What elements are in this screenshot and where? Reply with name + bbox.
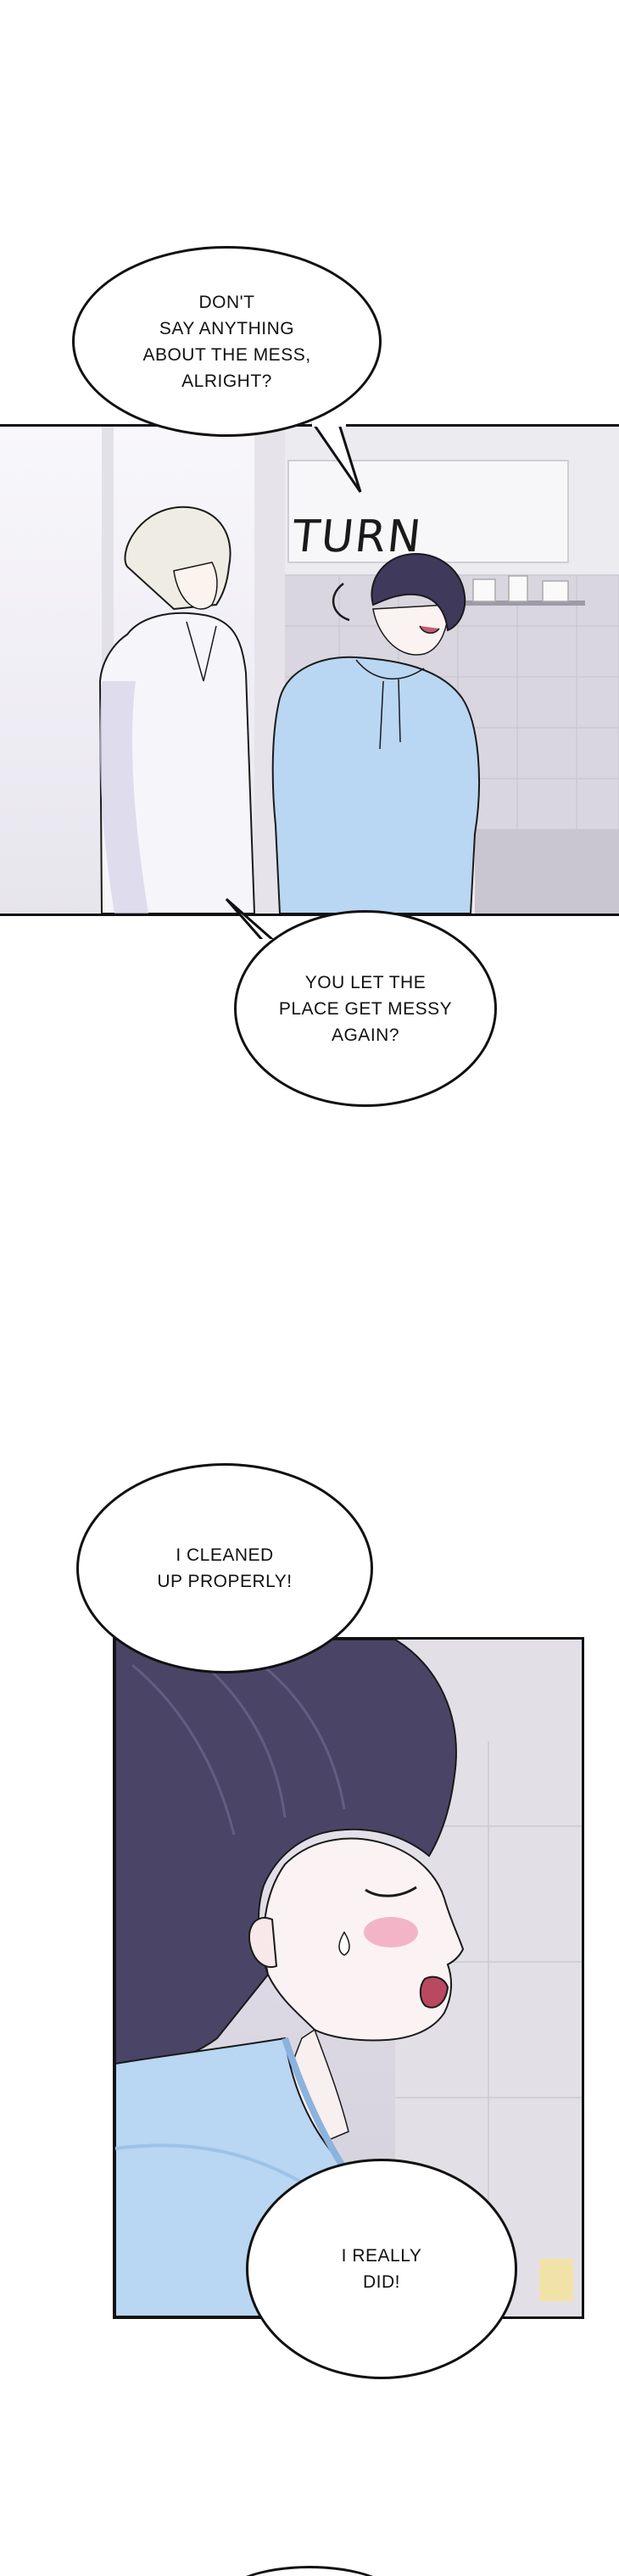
- speech-bubble-2-text: YOU LET THE PLACE GET MESSY AGAIN?: [278, 972, 453, 1045]
- speech-bubble-2: YOU LET THE PLACE GET MESSY AGAIN?: [234, 910, 497, 1107]
- speech-bubble-3: I CLEANED UP PROPERLY!: [76, 1463, 373, 1674]
- speech-bubble-3-text: I CLEANED UP PROPERLY!: [157, 1545, 293, 1591]
- speech-bubble-partial: [220, 2566, 399, 2576]
- panel-1-art: [98, 427, 619, 914]
- speech-bubble-4: I REALLY DID!: [246, 2159, 517, 2379]
- speech-bubble-1-text: DON'T SAY ANYTHING ABOUT THE MESS, ALRIG…: [142, 292, 311, 391]
- speech-bubble-4-text: I REALLY DID!: [341, 2246, 422, 2292]
- bubble-1-tail: [311, 420, 362, 493]
- speech-bubble-1: DON'T SAY ANYTHING ABOUT THE MESS, ALRIG…: [72, 246, 382, 437]
- sfx-turn: TURN: [289, 511, 426, 562]
- panel-apartment-entry: TURN: [0, 424, 619, 916]
